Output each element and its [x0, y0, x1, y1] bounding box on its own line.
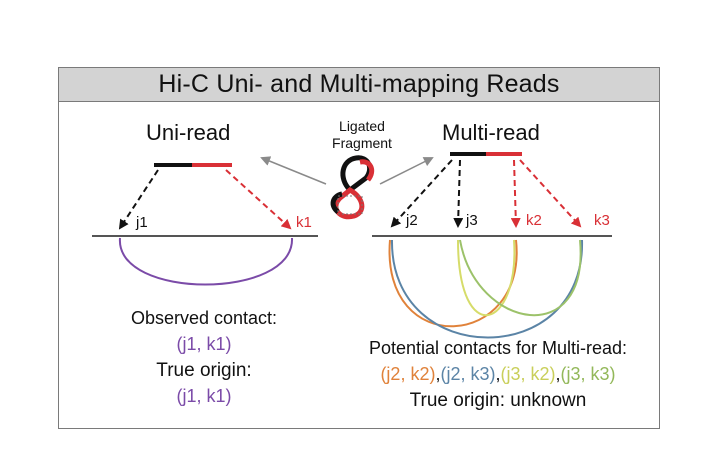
site-k1: k1 — [296, 214, 312, 231]
contact-j3-k3: (j3, k3) — [560, 364, 616, 384]
site-k3: k3 — [594, 212, 610, 229]
site-k2: k2 — [526, 212, 542, 229]
multi-read-heading: Multi-read — [442, 120, 540, 145]
contact-arc-j3-k3 — [459, 239, 582, 316]
contact-arc-j2-k3 — [390, 239, 584, 339]
title-bar: Hi-C Uni- and Multi-mapping Reads — [59, 68, 659, 102]
multi-true-origin: True origin: unknown — [409, 390, 587, 411]
multi-arrow-to-k3 — [519, 159, 582, 228]
observed-contact-value: (j1, k1) — [176, 334, 232, 354]
potential-contacts-list: (j2, k2),(j2, k3),(j3, k2),(j3, k3) — [340, 364, 656, 385]
uni-arrow-to-k1 — [225, 169, 292, 230]
figure-frame: Hi-C Uni- and Multi-mapping Reads — [58, 67, 660, 429]
ligated-line1: Ligated — [339, 118, 385, 134]
contact-arc-j2-k2 — [388, 239, 518, 328]
multi-arrow-to-j3 — [453, 159, 464, 228]
multi-arrow-to-j2 — [390, 159, 453, 228]
ligated-fragment-label: Ligated Fragment — [322, 118, 402, 152]
gray-arrow-right — [379, 157, 434, 185]
site-j2: j2 — [406, 212, 418, 229]
figure-title: Hi-C Uni- and Multi-mapping Reads — [158, 70, 560, 98]
contact-j3-k2: (j3, k2) — [500, 364, 556, 384]
gray-arrow-left — [260, 156, 327, 185]
true-origin-value: (j1, k1) — [176, 386, 232, 406]
ligated-line2: Fragment — [332, 135, 392, 151]
contact-arc-j3-k2 — [457, 239, 516, 317]
contact-j2-k2: (j2, k2) — [380, 364, 436, 384]
site-j1: j1 — [136, 214, 148, 231]
uni-read-heading: Uni-read — [146, 120, 231, 145]
site-j3: j3 — [466, 212, 478, 229]
multi-read-group — [372, 152, 612, 339]
ligated-loop-top — [340, 155, 373, 194]
ligation-junction-box — [337, 195, 363, 215]
uni-arrow-to-j1 — [118, 169, 159, 230]
observed-contact-label: Observed contact: — [130, 308, 278, 328]
uni-read-group — [92, 163, 318, 286]
potential-contacts-label: Potential contacts for Multi-read: — [368, 338, 628, 358]
ligated-loop-bottom-black — [330, 191, 343, 214]
multi-arrow-to-k2 — [510, 159, 521, 228]
ligated-fragment-group — [260, 155, 434, 220]
true-origin-label: True origin: — [156, 360, 252, 381]
contact-separator: , — [435, 364, 441, 384]
contact-separator: , — [555, 364, 561, 384]
ligated-loop-top-red — [359, 159, 375, 182]
contact-j2-k3: (j2, k3) — [440, 364, 496, 384]
uni-contact-arc — [118, 237, 294, 286]
ligated-loop-bottom — [333, 186, 365, 220]
contact-separator: , — [495, 364, 501, 384]
